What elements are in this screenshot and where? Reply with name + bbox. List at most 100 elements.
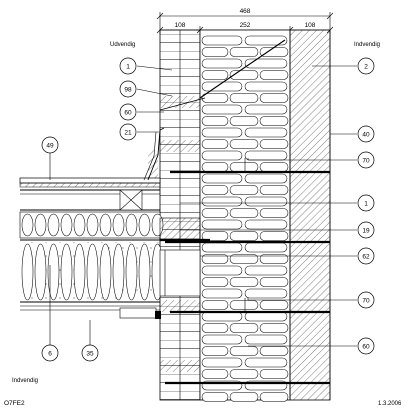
insulation-batt <box>259 254 289 264</box>
dimension-insulation: 252 <box>240 22 251 29</box>
insulation-batt <box>201 70 229 80</box>
insulation-batt <box>229 139 259 149</box>
insulation-batt <box>229 300 259 310</box>
insulation-batt <box>112 243 125 301</box>
insulation-batt <box>244 334 288 345</box>
callout-21: 21 <box>119 123 159 141</box>
callout-2: 2 <box>312 57 375 75</box>
insulation-batt <box>259 93 289 103</box>
insulation-batt <box>259 323 289 333</box>
svg-text:2: 2 <box>364 64 368 71</box>
insulation-batt <box>229 231 259 241</box>
insulation-batt <box>229 369 259 379</box>
insulation-batt <box>229 208 259 218</box>
insulation-batt <box>201 219 243 230</box>
insulation-batt <box>201 104 243 115</box>
insulation-batt <box>201 392 229 402</box>
callout-98: 98 <box>119 80 173 98</box>
insulation-batt <box>229 277 259 287</box>
callout-60: 60 <box>119 103 164 121</box>
insulation-batt <box>73 213 86 237</box>
svg-text:19: 19 <box>362 228 370 235</box>
insulation-batt <box>201 173 243 184</box>
insulation-batt <box>201 116 229 126</box>
insulation-batt <box>21 243 34 301</box>
insulation-batt <box>229 162 259 172</box>
insulation-batt <box>201 162 229 172</box>
insulation-batt <box>201 58 243 69</box>
insulation-batt <box>60 213 73 237</box>
outer-masonry-leaf <box>159 29 201 401</box>
diagonal-membrane-line <box>199 39 286 99</box>
label-outside: Udvendig <box>110 42 135 48</box>
insulation-batt <box>244 311 288 322</box>
diagonal-section-line <box>159 97 206 111</box>
insulation-batt <box>259 369 289 379</box>
insulation-batt <box>259 70 289 80</box>
insulation-batt <box>259 208 289 218</box>
insulation-batt <box>244 104 288 115</box>
insulation-batt <box>201 277 229 287</box>
callout-49: 49 <box>41 136 59 180</box>
insulation-batt <box>201 334 243 345</box>
insulation-batt <box>47 213 60 237</box>
insulation-batt <box>201 254 229 264</box>
svg-text:70: 70 <box>362 158 370 165</box>
svg-text:98: 98 <box>124 87 132 94</box>
insulation-batt <box>229 93 259 103</box>
insulation-batt <box>201 35 243 46</box>
label-inside-top: Indvendig <box>354 42 380 48</box>
insulation-batt <box>244 219 288 230</box>
callout-1-mid: 1 <box>180 194 375 212</box>
insulation-batt <box>201 139 229 149</box>
insulation-batt <box>229 323 259 333</box>
callout-70-top: 70 <box>247 151 375 169</box>
svg-text:49: 49 <box>46 143 54 150</box>
insulation-batt <box>201 311 243 322</box>
insulation-batt <box>244 127 288 138</box>
insulation-batt <box>259 139 289 149</box>
insulation-batt <box>34 243 47 301</box>
insulation-batt <box>259 277 289 287</box>
insulation-batt <box>201 47 229 57</box>
insulation-batt <box>201 323 229 333</box>
callout-60-right: 60 <box>248 337 375 355</box>
insulation-batt <box>21 213 34 237</box>
insulation-batt <box>259 392 289 402</box>
insulation-batt <box>201 346 229 356</box>
insulation-batt <box>201 81 243 92</box>
roof-insulation <box>19 211 164 239</box>
svg-text:6: 6 <box>48 351 52 358</box>
ceiling-construction <box>20 217 210 319</box>
insulation-batt <box>112 213 125 237</box>
dimension-inner-leaf: 108 <box>305 22 316 29</box>
insulation-batt <box>259 162 289 172</box>
callout-19: 19 <box>180 221 375 239</box>
insulation-batt <box>244 196 288 207</box>
svg-text:1: 1 <box>364 201 368 208</box>
callout-40: 40 <box>330 125 375 143</box>
roof-edge <box>19 127 165 211</box>
insulation-batt <box>244 357 288 368</box>
cavity-insulation <box>199 29 291 402</box>
insulation-batt <box>99 213 112 237</box>
svg-text:21: 21 <box>124 130 132 137</box>
insulation-batt <box>259 116 289 126</box>
insulation-batt <box>201 127 243 138</box>
insulation-batt <box>244 81 288 92</box>
dimension-outer-leaf: 108 <box>175 22 186 29</box>
wall-ties <box>165 158 330 385</box>
drawing-id: O7FE2 <box>4 400 25 407</box>
insulation-batt <box>229 47 259 57</box>
insulation-batt <box>86 213 99 237</box>
insulation-batt <box>201 265 243 276</box>
insulation-batt <box>201 231 229 241</box>
insulation-batt <box>244 288 288 299</box>
svg-text:35: 35 <box>86 351 94 358</box>
insulation-batt <box>259 47 289 57</box>
insulation-batt <box>201 242 243 253</box>
insulation-batt <box>99 243 112 301</box>
insulation-batt <box>201 93 229 103</box>
svg-text:60: 60 <box>124 110 132 117</box>
